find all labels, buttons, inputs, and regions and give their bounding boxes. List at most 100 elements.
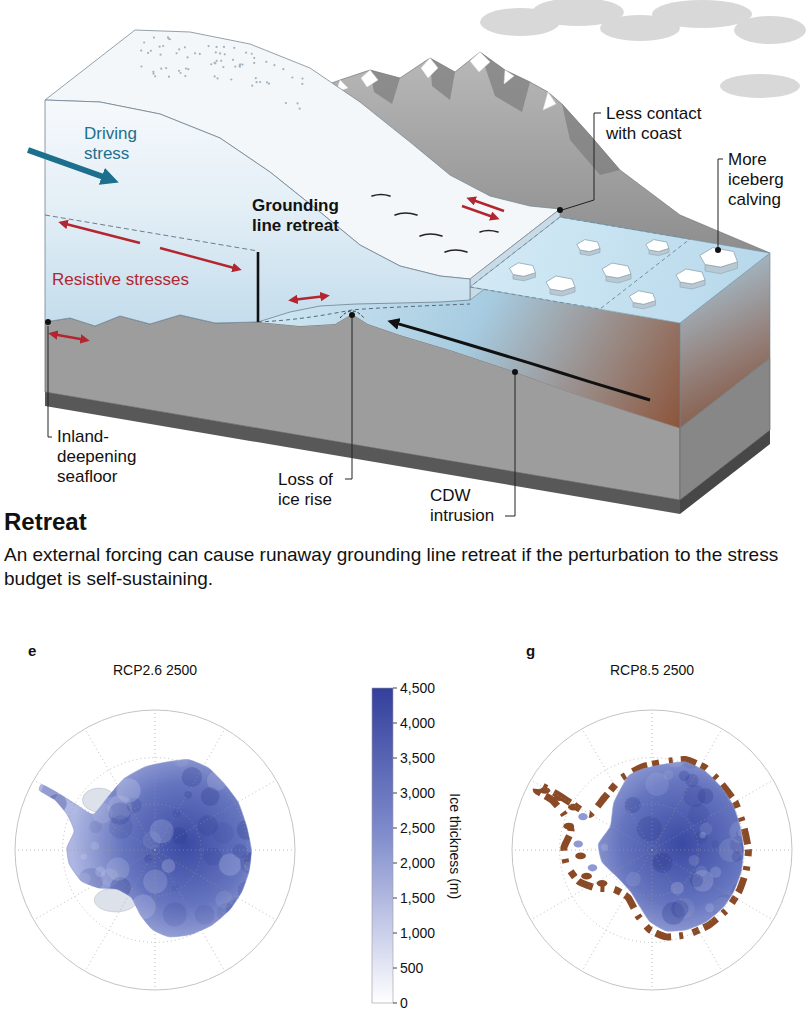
meridian (652, 780, 773, 850)
ice-texture-spot (608, 770, 624, 786)
snow-speckle (255, 77, 257, 79)
cloud (652, 0, 752, 28)
ice-texture-spot (216, 959, 231, 974)
ice-texture-spot (197, 815, 218, 836)
snow-speckle (207, 45, 209, 47)
ice-texture-spot (754, 724, 771, 741)
snow-speckle (220, 60, 222, 62)
colour-bar (372, 688, 393, 1003)
exposed-island (581, 873, 592, 880)
leader-dot (557, 207, 563, 213)
heading: Retreat (4, 508, 87, 537)
ice-texture-spot (552, 840, 568, 856)
ice-texture-spot (731, 881, 755, 905)
ice-texture-spot (121, 747, 132, 758)
snow-speckle (216, 77, 218, 79)
meridian (531, 780, 652, 850)
ice-texture-spot (103, 952, 112, 961)
ice-texture-spot (42, 899, 59, 916)
ice-texture-spot (45, 752, 69, 776)
leader-line (562, 113, 601, 210)
ice-texture-spot (615, 890, 628, 903)
ice-texture-spot (48, 752, 69, 773)
tick-label: 500 (400, 960, 423, 977)
snow-speckle (241, 63, 243, 65)
meridian (34, 850, 155, 920)
panel-letter: g (526, 642, 535, 660)
ice-texture (25, 721, 281, 975)
ice-texture-spot (600, 940, 625, 965)
tick-label: 4,500 (400, 680, 435, 697)
meridian (15, 850, 155, 851)
ice-texture-spot (79, 895, 103, 919)
ice-texture-spot (239, 896, 252, 909)
snow-patch (421, 58, 438, 78)
former-shelf-outline (470, 217, 690, 309)
ice-texture-spot (249, 831, 264, 846)
tick-label-box: 1,500 (400, 890, 435, 907)
tick-label: 4,000 (400, 715, 435, 732)
ice-texture-spot (750, 744, 774, 768)
ice-texture-spot (121, 902, 137, 918)
ice-sheet-map (39, 759, 251, 936)
ice-texture-spot (652, 852, 673, 873)
tick-label: 1,000 (400, 925, 435, 942)
ice-texture-spot (537, 781, 543, 787)
latitude-circle (109, 804, 201, 896)
ice-texture-spot (711, 840, 719, 848)
ice-texture-spot (736, 831, 742, 837)
snow-speckle (224, 53, 226, 55)
axis-title: Ice thickness (m) (447, 793, 464, 899)
snow-speckle (268, 83, 270, 85)
tick-label: 3,500 (400, 750, 435, 767)
snow-speckle (230, 78, 232, 80)
meridian (155, 850, 295, 851)
meridian (85, 850, 155, 971)
exposed-island (563, 823, 574, 830)
ice-texture-spot (259, 783, 281, 805)
ice-texture-spot (252, 794, 271, 813)
ice-texture-spot (572, 739, 581, 748)
colour-bar-tick (393, 828, 397, 829)
callout-label: CDW intrusion (430, 486, 504, 526)
mountain-shade (370, 70, 400, 104)
ice-texture-spot (550, 909, 564, 923)
ice-texture-spot (547, 724, 568, 745)
ice-texture-spot (730, 916, 752, 938)
snow-speckle (299, 108, 301, 110)
snow-speckle (184, 46, 186, 48)
meridian (155, 850, 156, 990)
ice-texture-spot (647, 959, 662, 974)
ice-texture-spot (677, 945, 696, 964)
ice-texture-spot (599, 953, 607, 961)
ice-texture-spot (690, 874, 703, 887)
ice-texture-spot (198, 954, 211, 967)
snow-speckle (147, 52, 149, 54)
crevasse (395, 213, 417, 215)
panel-letter-box: e (28, 642, 36, 660)
ice-texture-spot (70, 921, 90, 941)
map-frame (15, 710, 295, 990)
ice-texture-spot (25, 795, 48, 818)
snow-speckle (232, 59, 234, 61)
meridian (155, 780, 276, 850)
ice-texture-spot (268, 729, 279, 740)
snow-speckle (185, 67, 187, 69)
ice-texture-spot (187, 942, 208, 963)
snow-speckle (253, 57, 255, 59)
meridian (34, 780, 155, 850)
colour-bar-tick (393, 933, 397, 934)
meridian (652, 850, 792, 851)
snow-speckle (265, 61, 267, 63)
ice-texture-spot (247, 763, 263, 779)
iceberg (577, 240, 600, 252)
ice-texture-spot (57, 748, 79, 770)
ice-texture-spot (653, 958, 661, 966)
ice-texture-spot (742, 726, 767, 751)
snow-speckle (251, 85, 253, 87)
callout-label: More iceberg calving (728, 150, 800, 210)
ice-texture-spot (663, 770, 673, 780)
ice-texture-spot (173, 809, 181, 817)
ice-texture-spot (64, 753, 83, 772)
